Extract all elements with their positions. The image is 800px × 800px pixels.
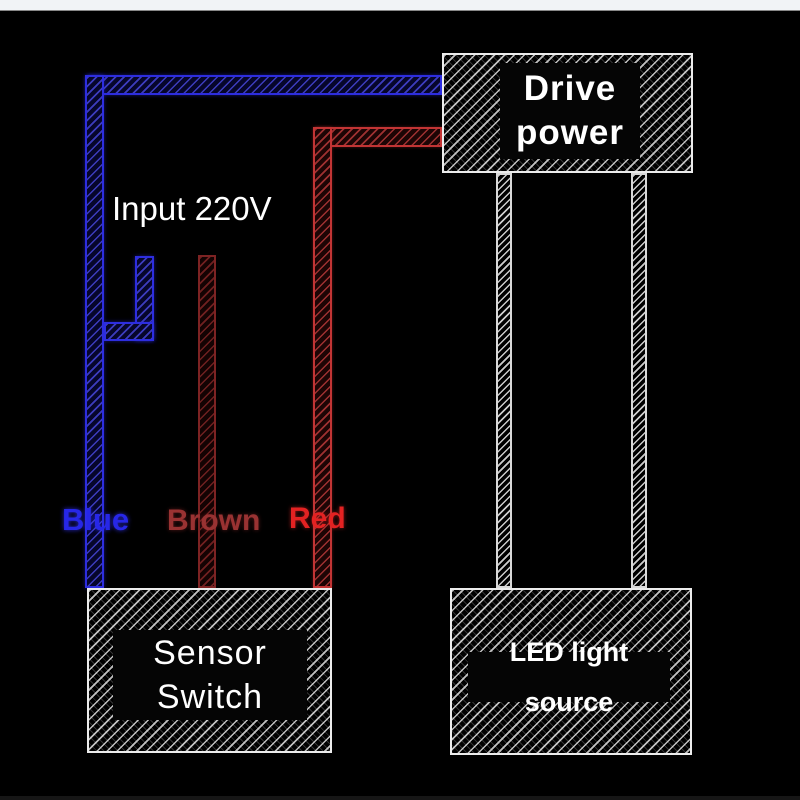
red-wire-vertical bbox=[313, 127, 332, 588]
gray-wire-left bbox=[496, 173, 512, 588]
sensor-switch-line1: Sensor bbox=[153, 634, 267, 672]
input-voltage-label: Input 220V bbox=[112, 190, 272, 227]
red-wire-label: Red bbox=[289, 502, 346, 535]
brown-wire-vertical bbox=[198, 255, 216, 588]
drive-power-label: Drive power bbox=[500, 63, 640, 159]
blue-wire-label: Blue bbox=[62, 502, 130, 537]
drive-power-box: Drive power bbox=[442, 53, 693, 173]
brown-wire-label: Brown bbox=[167, 504, 261, 537]
blue-wire-horizontal bbox=[87, 75, 442, 95]
sensor-switch-line2: Switch bbox=[156, 678, 264, 716]
red-wire-horizontal bbox=[315, 127, 442, 147]
drive-power-line1: Drive bbox=[523, 69, 617, 108]
led-light-source-label: LED light source bbox=[468, 637, 670, 717]
gray-wire-right bbox=[631, 173, 647, 588]
blue-wire-stub-vertical bbox=[135, 256, 154, 341]
blue-wire-stub-horizontal bbox=[104, 322, 154, 341]
sensor-switch-box: Sensor Switch bbox=[87, 588, 332, 753]
sensor-switch-label: Sensor Switch bbox=[113, 630, 307, 720]
led-light-source-box: LED light source bbox=[450, 588, 692, 755]
blue-wire-vertical bbox=[85, 75, 104, 588]
bottom-strip bbox=[0, 796, 800, 800]
top-strip bbox=[0, 0, 800, 11]
drive-power-line2: power bbox=[515, 113, 625, 152]
led-light-source-text: LED light source bbox=[509, 637, 629, 717]
